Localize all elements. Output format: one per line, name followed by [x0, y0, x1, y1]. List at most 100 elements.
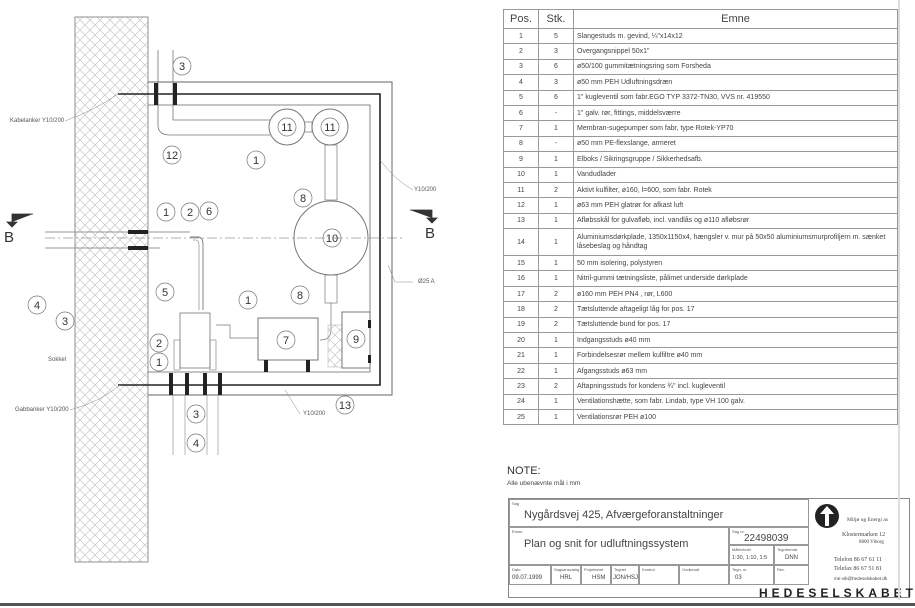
balloon-circle [55, 311, 75, 331]
balloon-circle [346, 329, 366, 349]
carbon-filter [268, 108, 306, 146]
date: 09.07.1999 [512, 575, 543, 581]
cell-emne: Slangestuds m. gevind, ¼"x14x12 [573, 27, 898, 45]
sheet-edge [0, 603, 915, 606]
cell-pos: 10 [503, 166, 539, 183]
date-label: Dato [512, 567, 521, 572]
balloon-circle [293, 188, 313, 208]
cell-emne: Aktivt kulfilter, ø160, l=600, som fabr.… [573, 181, 898, 199]
cell-emne: Ventilationsrør PEH ø100 [573, 408, 898, 426]
sagnr-label: Sag nr. [732, 529, 745, 534]
item-balloon: 8 [290, 285, 310, 305]
item-balloon: 1 [156, 202, 176, 222]
cell-emne: 50 mm isolering, polystyren [573, 255, 898, 272]
drawn-label: Tegnet [614, 567, 627, 572]
cell-emne: ø50/100 gummitætningsring som Forsheda [573, 58, 898, 76]
balloon-circle [186, 404, 206, 424]
drawing-subject: Plan og snit for udluftningssystem [524, 538, 689, 550]
balloon-number: 2 [187, 207, 193, 219]
cell-pos: 9 [503, 151, 539, 168]
cell-stk: 6 [538, 89, 574, 106]
cell-pos: 14 [503, 228, 539, 257]
approved-label: Godkendt [682, 567, 700, 572]
cell-pos: 13 [503, 212, 539, 230]
balloon-circle [155, 282, 175, 302]
responsible: HRL [560, 575, 573, 581]
cell-pos: 2 [503, 43, 539, 60]
cell-stk: 6 [538, 58, 574, 76]
cell-stk: 2 [538, 181, 574, 199]
electric-box [341, 311, 371, 369]
company-dept: Miljø og Energi as [847, 517, 888, 523]
note-text: Alle ubenævnte mål i mm [507, 480, 581, 487]
cell-stk: 1 [538, 197, 574, 214]
cell-pos: 8 [503, 135, 539, 153]
section-arrow-left [6, 213, 33, 228]
anchor-label-top: Kabelanker Y10/200 [10, 118, 65, 124]
cell-pos: 4 [503, 74, 539, 91]
balloon-number: 13 [339, 400, 351, 412]
balloon-circle [238, 290, 258, 310]
item-balloon: 12 [162, 145, 182, 165]
case-number: 22498039 [744, 533, 789, 544]
item-balloon: 13 [335, 395, 355, 415]
cell-emne: Forbindelsesrør mellem kulfiltre ø40 mm [573, 347, 898, 364]
drawn-by: JON/HSJ [613, 575, 639, 581]
company-logo [815, 504, 839, 528]
cell-pos: 16 [503, 270, 539, 287]
item-balloon: 1 [238, 290, 258, 310]
balloon-number: 11 [324, 122, 335, 134]
control-label: Kontrol [642, 567, 655, 572]
cell-pos: 25 [503, 408, 539, 426]
flex-hose [324, 274, 338, 304]
cell-pos: 5 [503, 89, 539, 106]
flex-hose [324, 144, 338, 201]
section-mark-right: B [425, 225, 436, 242]
col-emne: Emne [573, 9, 898, 29]
cell-stk: 2 [538, 378, 574, 395]
item-balloon: 5 [155, 282, 175, 302]
cell-emne: ø50 mm PEH Udluftningsdræn [573, 74, 898, 91]
item-balloon: 11 [320, 117, 340, 137]
balloon-number: 7 [283, 335, 289, 347]
item-balloon: 6 [199, 201, 219, 221]
rebar-line [118, 93, 381, 386]
designed-by: HSM [592, 575, 606, 581]
email: me-vib@hedeselskabet.dk [834, 576, 888, 581]
sag-label: Sag [512, 501, 520, 506]
rebar-label-bottom: Y10/200 [303, 411, 326, 417]
cell-pos: 18 [503, 301, 539, 318]
balloon-number: 1 [156, 357, 162, 369]
address-city: 8800 Viborg [859, 540, 884, 545]
drain-pipes [172, 395, 219, 455]
cell-emne: 1" galv. rør, fittings, middelsværre [573, 104, 898, 122]
responsible-label: Sagsansvarlig [554, 567, 580, 572]
designed-label: Projekteret [584, 567, 604, 572]
cell-emne: ø160 mm PEH PN4 , rør, L600 [573, 285, 898, 303]
cell-pos: 17 [503, 285, 539, 303]
item-balloon: 8 [293, 188, 313, 208]
format-label: Tegnformat [777, 547, 798, 552]
balloon-circle [156, 202, 176, 222]
cell-emne: ø50 mm PE-flexslange, armeret [573, 135, 898, 153]
company-name: HEDESELSKABET [759, 586, 915, 600]
cell-emne: Afløbsskål for gulvafløb, incl. vandlås … [573, 212, 898, 230]
balloon-number: 3 [193, 409, 199, 421]
cell-stk: - [538, 104, 574, 122]
item-balloon: 4 [27, 295, 47, 315]
item-balloon: 7 [276, 330, 296, 350]
cell-pos: 21 [503, 347, 539, 364]
cell-pos: 23 [503, 378, 539, 395]
